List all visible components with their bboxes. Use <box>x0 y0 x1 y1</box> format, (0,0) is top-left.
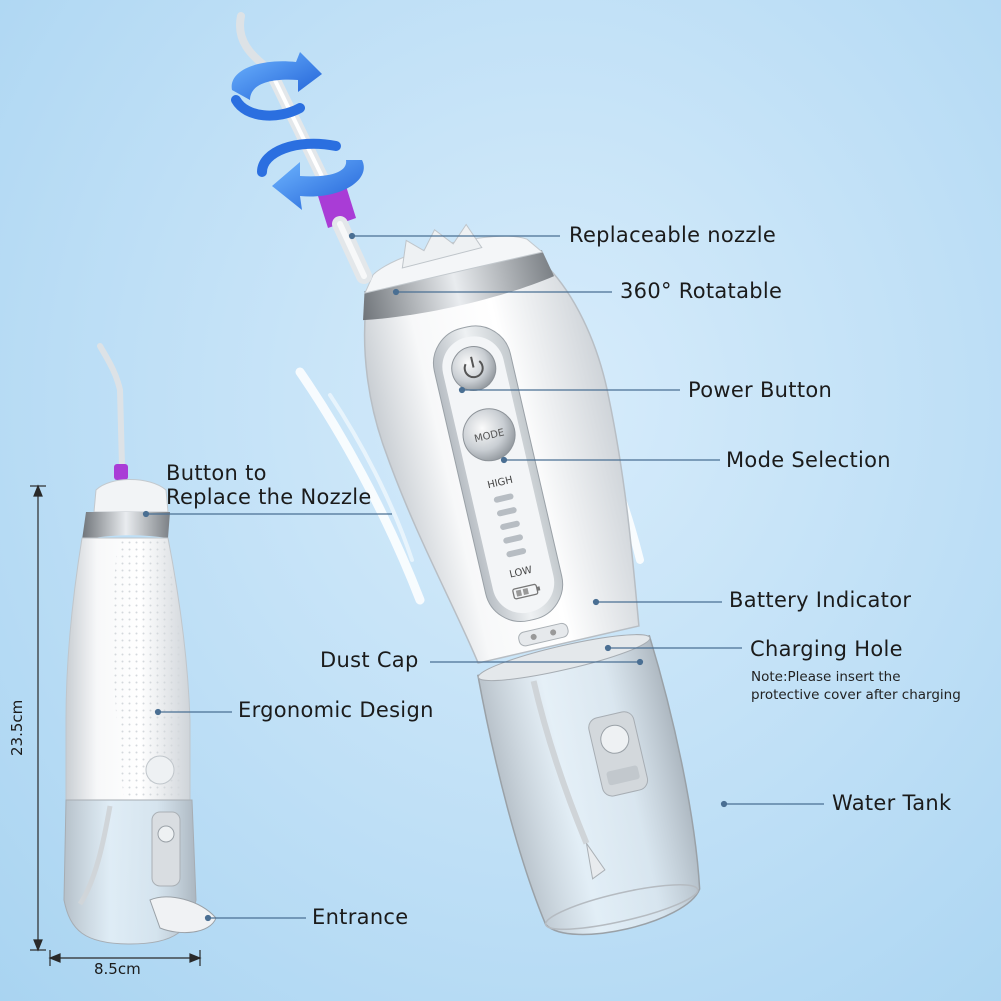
height-dimension-label: 23.5cm <box>8 699 26 756</box>
label-dust-cap: Dust Cap <box>320 648 419 672</box>
rotate-arrow-lower-icon <box>257 138 364 210</box>
label-entrance: Entrance <box>312 905 409 929</box>
label-mode-selection: Mode Selection <box>726 448 891 472</box>
charging-port <box>518 622 569 647</box>
label-ergonomic-design: Ergonomic Design <box>238 698 434 722</box>
width-dimension <box>48 950 202 966</box>
small-nozzle <box>97 343 125 469</box>
battery-icon <box>512 583 541 600</box>
small-chrome <box>82 512 170 540</box>
label-button-replace-line2: Replace the Nozzle <box>166 485 372 509</box>
label-replaceable-nozzle: Replaceable nozzle <box>569 223 777 247</box>
swoosh-left-2 <box>328 393 414 562</box>
small-head <box>93 479 169 513</box>
label-battery-indicator: Battery Indicator <box>729 588 912 612</box>
chrome-collar <box>363 250 555 321</box>
label-button-replace-line1: Button to <box>166 461 267 485</box>
label-rotatable: 360° Rotatable <box>620 279 783 303</box>
low-text: LOW <box>508 565 533 581</box>
width-dimension-label: 8.5cm <box>94 960 141 978</box>
mode-button-shape <box>462 408 516 462</box>
small-side-button <box>145 755 175 785</box>
water-tank-shape <box>477 634 701 936</box>
small-nozzle-ring <box>114 464 128 480</box>
height-dimension <box>30 484 46 952</box>
label-charging-hole: Charging Hole <box>750 637 903 661</box>
small-entrance-cap <box>149 896 217 934</box>
label-charging-note-line1: Note:Please insert the <box>751 669 901 685</box>
label-water-tank: Water Tank <box>832 791 952 815</box>
label-charging-note-line2: protective cover after charging <box>751 687 961 703</box>
label-power-button: Power Button <box>688 378 833 402</box>
nozzle-ring <box>318 186 356 228</box>
swoosh-left <box>295 367 425 605</box>
nozzle-tip <box>236 12 274 74</box>
rotatable-cap <box>401 223 483 269</box>
rotate-arrow-upper-icon <box>231 52 322 121</box>
